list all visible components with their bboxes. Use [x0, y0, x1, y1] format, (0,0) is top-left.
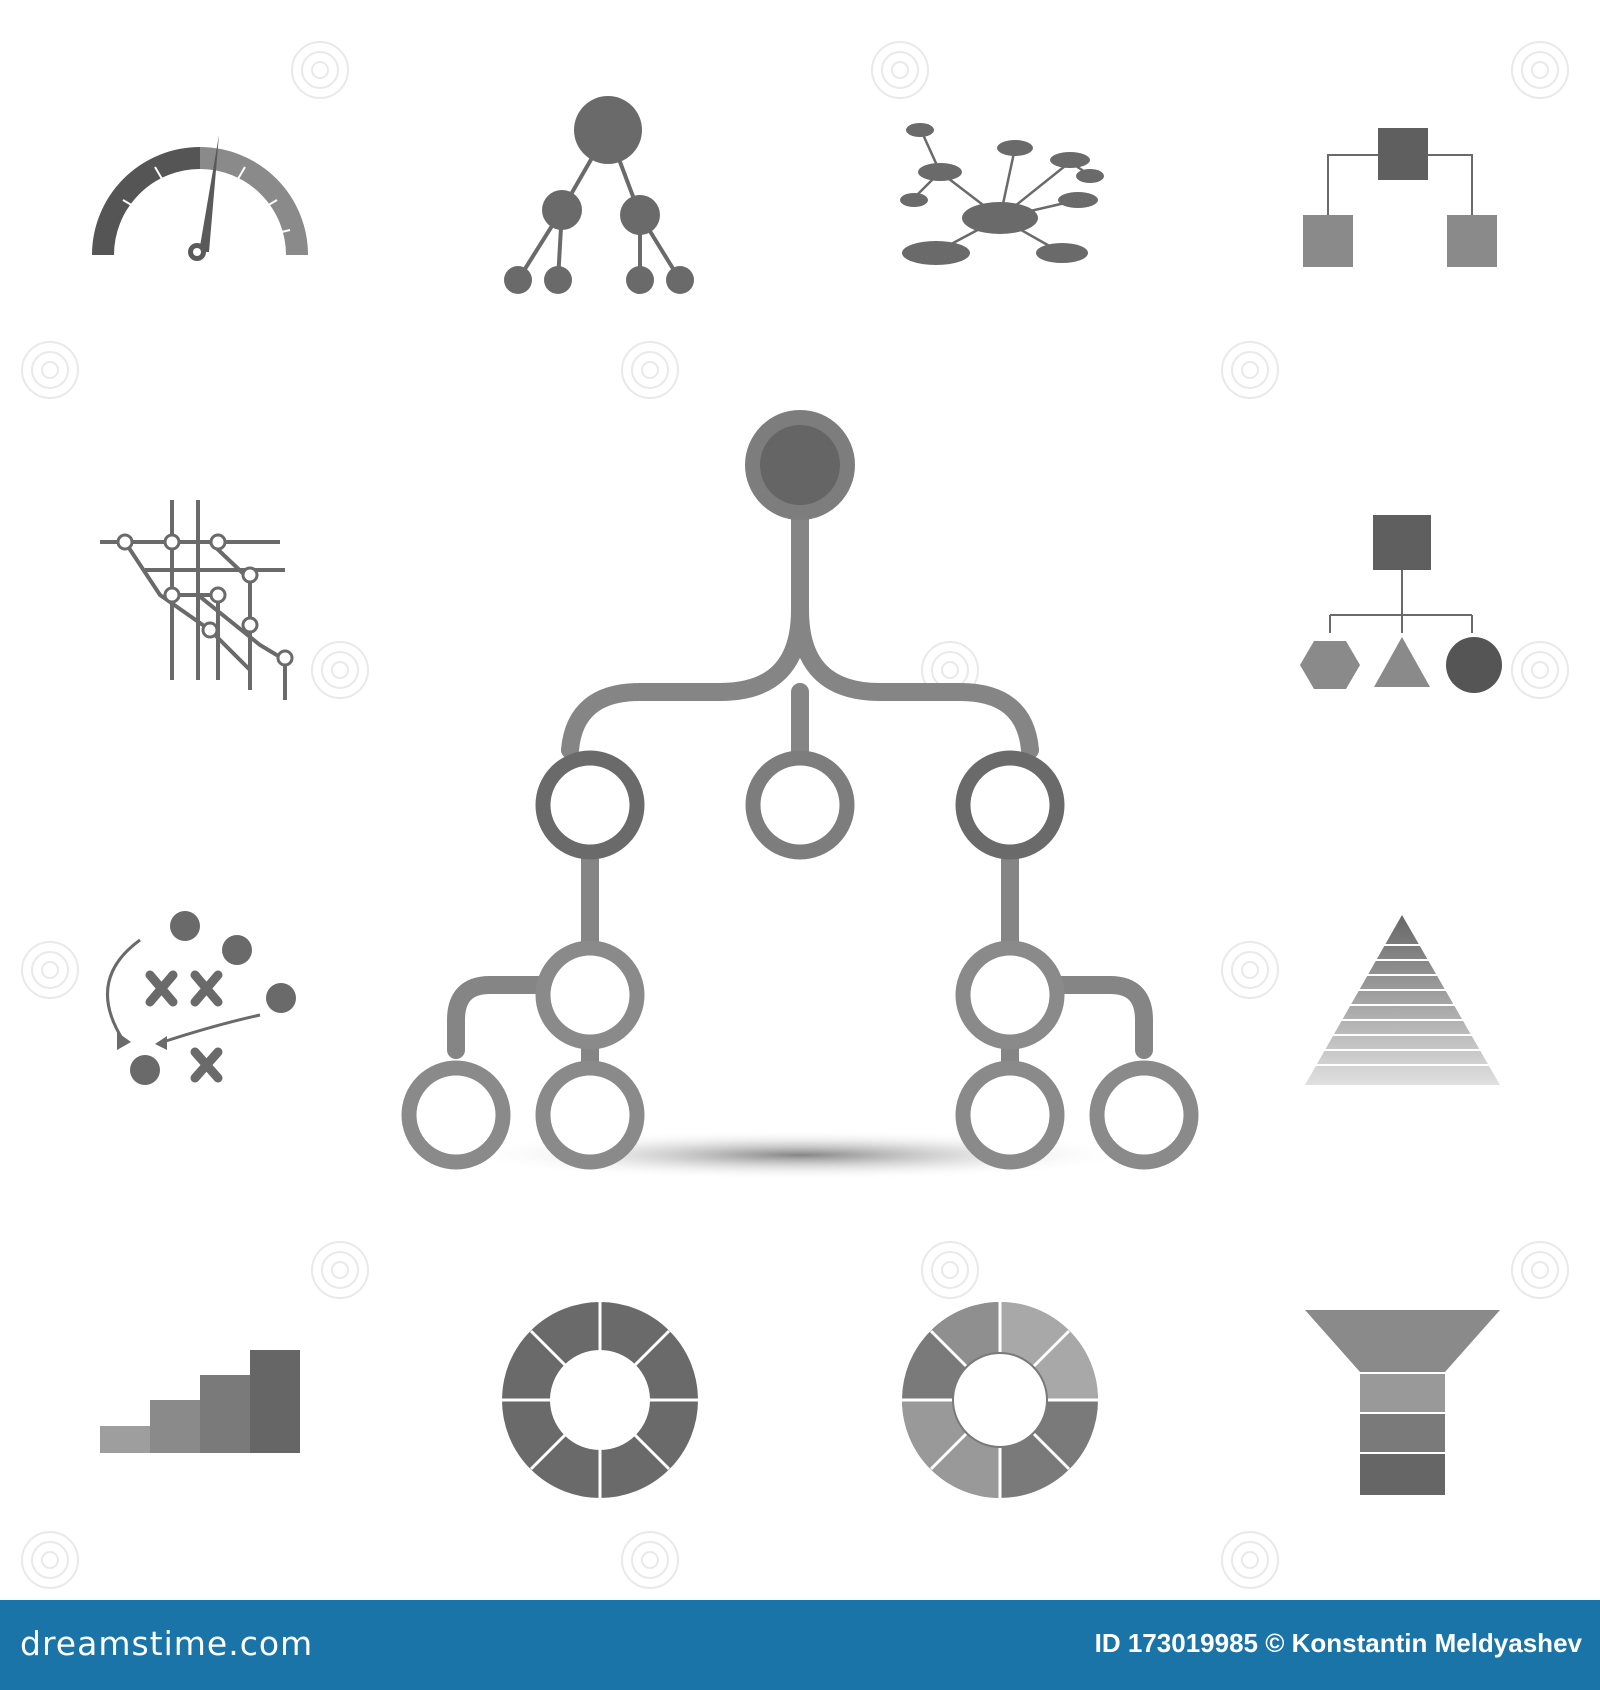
- watermark-swirl-icon: [21, 341, 79, 399]
- watermark-swirl-icon: [1221, 941, 1279, 999]
- watermark-swirl-icon: [1511, 641, 1569, 699]
- hierarchy-main-icon: [400, 410, 1200, 1185]
- watermark-swirl-icon: [1221, 341, 1279, 399]
- watermark-swirl-icon: [621, 1531, 679, 1589]
- watermark-swirl-icon: [921, 1241, 979, 1299]
- watermark-swirl-icon: [21, 1531, 79, 1589]
- segmented-donut-icon: [900, 1300, 1100, 1500]
- brand-logo-text[interactable]: dreamstime.com: [20, 1624, 314, 1663]
- shapes-hierarchy-icon: [1300, 515, 1505, 693]
- steps-bar-icon: [100, 1350, 300, 1453]
- cycle-ring-icon: [500, 1300, 700, 1500]
- watermark-swirl-icon: [1511, 1241, 1569, 1299]
- image-credit: ID 173019985 © Konstantin Meldyashev: [1094, 1628, 1582, 1658]
- watermark-swirl-icon: [311, 1241, 369, 1299]
- watermark-swirl-icon: [621, 341, 679, 399]
- watermark-swirl-icon: [1511, 41, 1569, 99]
- speedometer-icon: [92, 130, 308, 265]
- watermark-swirl-icon: [311, 641, 369, 699]
- mind-map-icon: [900, 120, 1105, 275]
- org-chart-boxes-icon: [1300, 125, 1500, 270]
- node-tree-icon: [500, 95, 700, 300]
- pyramid-icon: [1305, 915, 1500, 1085]
- watermark-swirl-icon: [21, 941, 79, 999]
- tactics-play-icon: [95, 910, 300, 1090]
- footer-bar: dreamstime.com ID 173019985 © Konstantin…: [0, 1600, 1600, 1690]
- watermark-swirl-icon: [291, 41, 349, 99]
- watermark-swirl-icon: [871, 41, 929, 99]
- watermark-swirl-icon: [1221, 1531, 1279, 1589]
- funnel-icon: [1305, 1310, 1500, 1495]
- metro-map-icon: [100, 500, 295, 700]
- icon-sheet: [21, 41, 1569, 1589]
